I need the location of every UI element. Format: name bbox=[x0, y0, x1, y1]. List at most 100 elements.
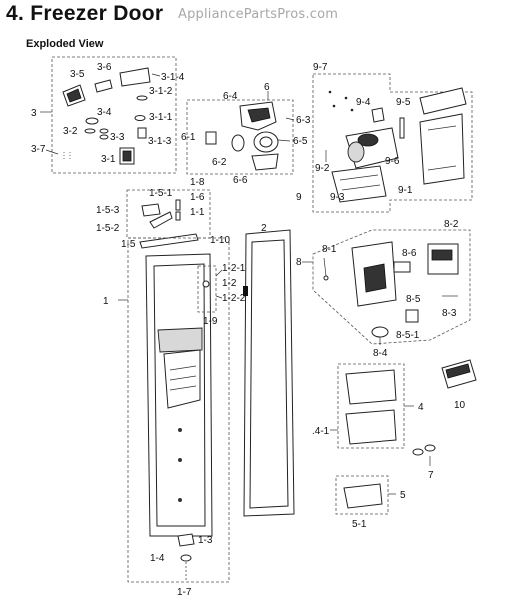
label-1-4: 1-4 bbox=[150, 553, 165, 564]
label-1-5-3: 1-5-3 bbox=[96, 205, 120, 216]
part-3-1-4 bbox=[119, 67, 151, 87]
part-1-5-3 bbox=[141, 203, 161, 217]
label-1-10: 1-10 bbox=[210, 235, 230, 246]
label-1-2-2: 1-2-2 bbox=[222, 293, 246, 304]
part-1-5-2 bbox=[149, 211, 173, 229]
label-9: 9 bbox=[296, 192, 302, 203]
part-1-3 bbox=[177, 533, 195, 547]
part-9-top-cover bbox=[419, 87, 467, 115]
label-3-4: 3-4 bbox=[97, 107, 112, 118]
part-4-lower-bin bbox=[345, 409, 397, 445]
label-3-1-4: 3-1-4 bbox=[161, 72, 185, 83]
part-1-dispenser-cavity bbox=[163, 349, 201, 409]
label-1-9: 1-9 bbox=[203, 316, 218, 327]
group-1-box bbox=[127, 237, 230, 583]
part-8-2-chip bbox=[431, 249, 453, 261]
label-3-1-2: 3-1-2 bbox=[149, 86, 173, 97]
label-6-6: 6-6 bbox=[233, 175, 248, 186]
label-1-6: 1-6 bbox=[190, 192, 205, 203]
label-6-4: 6-4 bbox=[223, 91, 238, 102]
part-3-3-b bbox=[99, 134, 109, 140]
label-9-3: 9-3 bbox=[330, 192, 345, 203]
group-1-top-brackets bbox=[126, 189, 211, 249]
label-9-2: 9-2 bbox=[315, 163, 330, 174]
screw-9-7-c bbox=[332, 104, 336, 108]
part-10-top bbox=[445, 363, 471, 379]
part-9-1-lines bbox=[427, 125, 457, 171]
part-7 bbox=[412, 444, 436, 466]
label-1-8: 1-8 bbox=[190, 177, 205, 188]
label-4-1: .4-1 bbox=[312, 426, 330, 437]
part-6-4-inner bbox=[247, 107, 271, 123]
label-2: 2 bbox=[261, 223, 267, 234]
label-5-1: 5-1 bbox=[352, 519, 367, 530]
label-6-2: 6-2 bbox=[212, 157, 227, 168]
label-7: 7 bbox=[428, 470, 434, 481]
part-2-gasket bbox=[243, 229, 295, 517]
leader-6-3 bbox=[285, 117, 295, 121]
part-6-1 bbox=[205, 131, 217, 145]
label-8-1: 8-1 bbox=[322, 244, 337, 255]
part-8-4 bbox=[371, 326, 389, 338]
watermark: AppliancePartsPros.com bbox=[178, 7, 339, 22]
label-1-7: 1-7 bbox=[177, 587, 192, 598]
label-6-5: 6-5 bbox=[293, 136, 308, 147]
part-5-body bbox=[343, 483, 383, 509]
part-1-boss-b bbox=[178, 458, 182, 462]
label-3-3: 3-3 bbox=[110, 132, 125, 143]
part-8-1-head bbox=[323, 275, 329, 281]
part-9-3-lines bbox=[339, 174, 381, 191]
section-subtitle: Exploded View bbox=[26, 38, 104, 50]
label-6-1: 6-1 bbox=[181, 132, 196, 143]
page-title: 4. Freezer Door bbox=[6, 2, 164, 25]
part-1-4 bbox=[180, 554, 192, 562]
group-1-2-hinge bbox=[197, 265, 223, 313]
label-3: 3 bbox=[31, 108, 37, 119]
label-9-1: 9-1 bbox=[398, 185, 413, 196]
label-1-5: 1-5 bbox=[121, 239, 136, 250]
screw-9-7-d bbox=[350, 108, 354, 112]
label-9-6: 9-6 bbox=[385, 156, 400, 167]
part-6-2 bbox=[231, 134, 245, 152]
part-2-gasket-inner bbox=[249, 239, 289, 509]
label-3-6: 3-6 bbox=[97, 62, 112, 73]
part-3-1-3 bbox=[137, 127, 147, 139]
part-3-5-inner bbox=[66, 88, 82, 103]
label-6-3: 6-3 bbox=[296, 115, 311, 126]
part-6-5-hub bbox=[259, 136, 273, 148]
part-9-1 bbox=[419, 113, 465, 185]
part-1-dispenser-recess bbox=[157, 327, 203, 353]
leader-1-2-2 bbox=[215, 295, 223, 299]
group-6-assembly bbox=[186, 91, 295, 175]
label-1-2: 1-2 bbox=[222, 278, 237, 289]
part-3-1-2 bbox=[136, 95, 148, 101]
part-3-2 bbox=[84, 128, 96, 134]
label-1-5-2: 1-5-2 bbox=[96, 223, 120, 234]
part-10 bbox=[441, 359, 477, 389]
screw-9-7-b bbox=[344, 96, 348, 100]
label-3-1-1: 3-1-1 bbox=[149, 112, 173, 123]
leader-1-2-1 bbox=[215, 269, 223, 277]
part-1-2 bbox=[202, 280, 210, 288]
part-8-housing-inner bbox=[363, 263, 387, 293]
label-8-6: 8-6 bbox=[402, 248, 417, 259]
part-9-3 bbox=[331, 165, 387, 203]
part-1-1 bbox=[175, 211, 181, 221]
leader-3-7 bbox=[45, 149, 59, 155]
part-3-4 bbox=[85, 117, 99, 125]
label-3-1: 3-1 bbox=[101, 154, 116, 165]
part-9-6 bbox=[357, 133, 379, 147]
group-9-box bbox=[312, 73, 473, 213]
part-3-6 bbox=[94, 79, 113, 93]
part-1-10 bbox=[139, 233, 199, 249]
label-3-2: 3-2 bbox=[63, 126, 78, 137]
leader-3-1-4 bbox=[151, 73, 161, 77]
leader-6-5 bbox=[277, 139, 291, 142]
label-3-1-3: 3-1-3 bbox=[148, 136, 172, 147]
group-8-assembly bbox=[302, 229, 471, 345]
part-7-a bbox=[412, 448, 424, 456]
part-4-upper-bin bbox=[345, 369, 397, 405]
group-6-box bbox=[186, 99, 294, 175]
label-4: 4 bbox=[418, 402, 424, 413]
